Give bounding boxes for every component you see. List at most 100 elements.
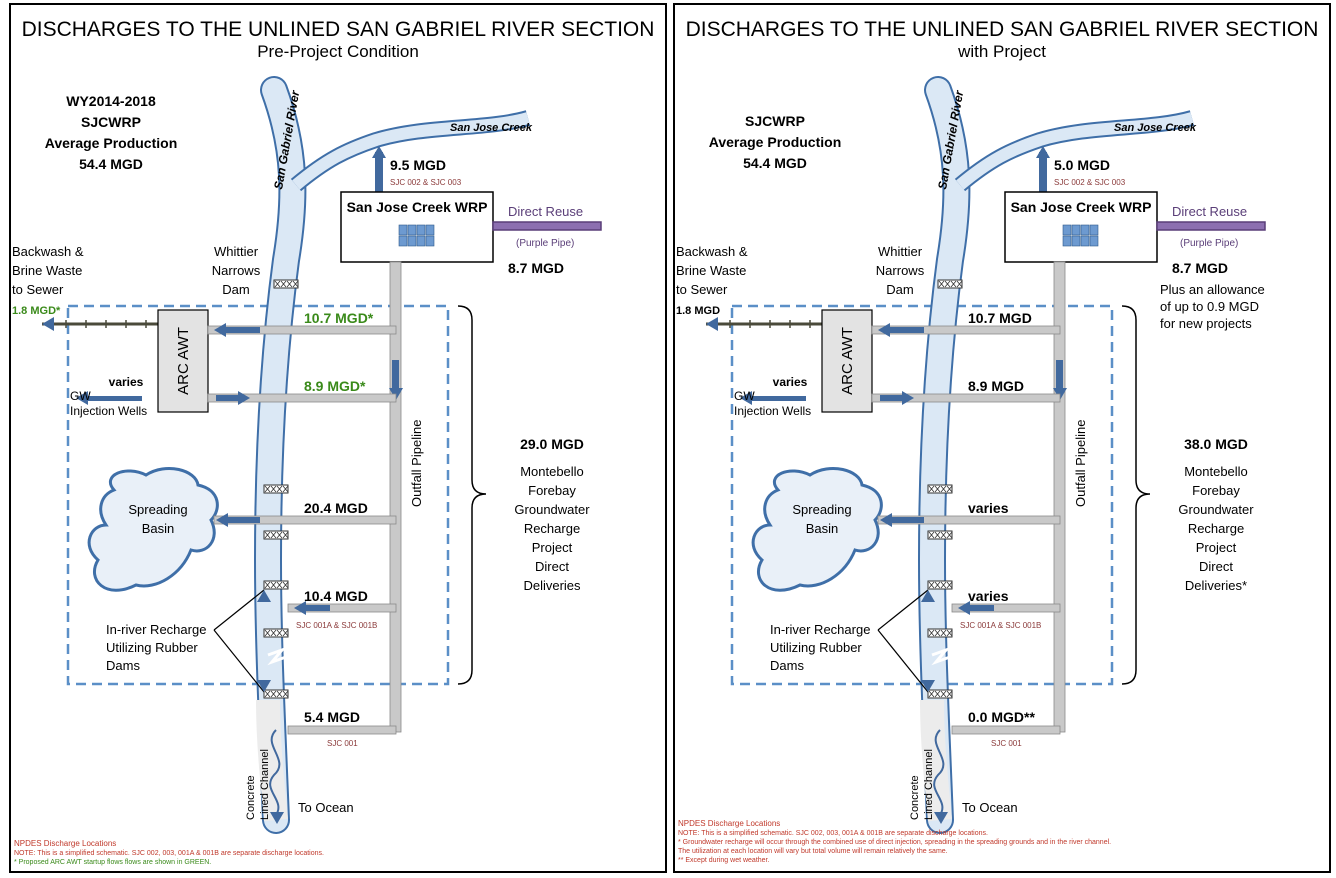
purple-pipe [492, 221, 602, 231]
sewer-flow: 1.8 MGD* [12, 305, 61, 317]
river-flow: 10.4 MGD [304, 588, 368, 604]
note-line-4: The utilization at each location will va… [678, 848, 948, 855]
purple-pipe [1156, 221, 1266, 231]
river-break [267, 646, 287, 666]
rubber-dam-3 [263, 580, 289, 590]
dam-label-line-2: Narrows [212, 263, 261, 278]
awt-feed-bar [224, 327, 260, 333]
to-ocean-label: To Ocean [962, 800, 1018, 815]
total-flow: 38.0 MGD [1184, 436, 1248, 452]
channel-flow-line [933, 729, 945, 816]
plant-name: San Jose Creek WRP [347, 199, 488, 215]
awt-label: ARC AWT [175, 327, 192, 395]
varies-label: varies [773, 375, 808, 389]
river [255, 78, 305, 832]
creek-label: San Jose Creek [1114, 122, 1197, 134]
inriver-label-line-1: In-river Recharge [106, 622, 206, 637]
panel-subtitle: with Project [957, 42, 1046, 61]
production-line-3: 54.4 MGD [743, 155, 807, 171]
production-line-1: SJCWRP [745, 113, 805, 129]
sewer-flow: 1.8 MGD [676, 305, 720, 317]
recharge-label-line-2: Forebay [528, 483, 576, 498]
inriver-label-line-2: Utilizing Rubber [106, 640, 198, 655]
rubber-dam-2 [927, 530, 953, 540]
basin-flow: varies [968, 500, 1009, 516]
rubber-dam-1 [263, 484, 289, 494]
ocean-code: SJC 001 [991, 739, 1022, 748]
sewer-arrow [706, 317, 718, 331]
river-feed-bar [968, 605, 994, 611]
backwash-label-line-2: Brine Waste [12, 263, 82, 278]
gw-flow: 8.9 MGD* [304, 378, 366, 394]
concrete-channel [256, 699, 288, 822]
creek-flow-bar [1039, 152, 1047, 194]
basin-feed-bar [892, 517, 924, 523]
gw-return-bar [880, 395, 904, 401]
plant-windows-icon [398, 224, 435, 247]
project-bracket [457, 305, 487, 685]
outfall-pipeline-label: Outfall Pipeline [409, 420, 424, 507]
purple-pipe-label: (Purple Pipe) [516, 238, 574, 249]
channel-label-line-2: Lined Channel [259, 749, 271, 820]
gw-wells-label-line-2: Injection Wells [70, 404, 147, 418]
dam-label-line-1: Whittier [214, 244, 259, 259]
rubber-dam-4 [927, 628, 953, 638]
awt-flow: 10.7 MGD [968, 310, 1032, 326]
backwash-label-line-3: to Sewer [12, 282, 64, 297]
recharge-label-line-2: Forebay [1192, 483, 1240, 498]
channel-label-line-2: Lined Channel [923, 749, 935, 820]
gw-return-pipe [207, 393, 397, 403]
production-line-3: Average Production [45, 135, 178, 151]
gw-wells-label-line-1: GW [70, 389, 91, 403]
reuse-allowance-line-1: Plus an allowance [1160, 282, 1265, 297]
creek-flow-arrow [1036, 146, 1050, 158]
gw-wells-label-line-2: Injection Wells [734, 404, 811, 418]
recharge-label-line-6: Direct [1199, 559, 1233, 574]
inriver-label-line-2: Utilizing Rubber [770, 640, 862, 655]
recharge-label-line-1: Montebello [1184, 464, 1248, 479]
flow-top: 5.0 MGD [1054, 157, 1110, 173]
inriver-label-line-3: Dams [106, 658, 140, 673]
direct-reuse-label: Direct Reuse [1172, 204, 1247, 219]
basin-feed-arrow [880, 513, 892, 527]
river-flow: varies [968, 588, 1009, 604]
plant-name: San Jose Creek WRP [1011, 199, 1152, 215]
left-panel: DISCHARGES TO THE UNLINED SAN GABRIEL RI… [9, 3, 667, 873]
rubber-dam-4 [263, 628, 289, 638]
gw-wells-label-line-1: GW [734, 389, 755, 403]
basin-label-line-2: Basin [806, 521, 839, 536]
gw-injection-arrow [76, 391, 88, 405]
direct-reuse-label: Direct Reuse [508, 204, 583, 219]
awt-feed-arrow [878, 323, 890, 337]
basin-feed-arrow [216, 513, 228, 527]
ocean-outfall-pipe [287, 725, 397, 735]
basin-label-line-1: Spreading [792, 502, 851, 517]
note-line-2: NOTE: This is a simplified schematic. SJ… [678, 830, 988, 837]
whittier-dam [273, 279, 299, 289]
dam-label-line-2: Narrows [876, 263, 925, 278]
awt-box [157, 309, 209, 413]
gw-flow: 8.9 MGD [968, 378, 1024, 394]
awt-feed-arrow [214, 323, 226, 337]
flow-top-codes: SJC 002 & SJC 003 [390, 178, 462, 187]
project-bracket [1121, 305, 1151, 685]
spreading-basin [87, 466, 219, 592]
basin-feed-pipe [213, 515, 397, 525]
creek [292, 112, 530, 190]
pointer-line-1 [877, 589, 929, 631]
varies-label: varies [109, 375, 144, 389]
production-line-2: SJCWRP [81, 114, 141, 130]
river [919, 78, 969, 832]
production-line-1: WY2014-2018 [66, 93, 156, 109]
dam-label-line-3: Dam [222, 282, 249, 297]
flow-top-codes: SJC 002 & SJC 003 [1054, 178, 1126, 187]
outfall-pipeline-label: Outfall Pipeline [1073, 420, 1088, 507]
river-break [931, 646, 951, 666]
ocean-flow: 0.0 MGD** [968, 709, 1035, 725]
ocean-code: SJC 001 [327, 739, 358, 748]
reuse-allowance-line-3: for new projects [1160, 316, 1252, 331]
rubber-dam-1 [927, 484, 953, 494]
pointer-arrow-2 [921, 680, 935, 692]
panel-title: DISCHARGES TO THE UNLINED SAN GABRIEL RI… [686, 18, 1319, 41]
